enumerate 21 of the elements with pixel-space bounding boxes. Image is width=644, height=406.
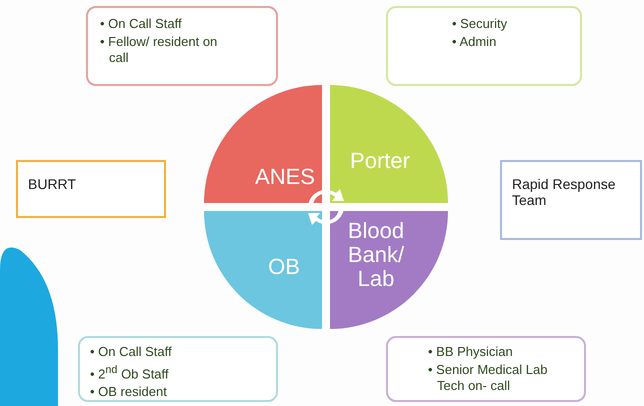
list-item: • Senior Medical Lab Tech on- call: [428, 362, 548, 394]
box-label: BURRT: [28, 176, 76, 192]
info-box: [86, 6, 278, 86]
list-item: • Admin: [452, 34, 498, 50]
info-box: [386, 6, 582, 86]
list-item: • BB Physician: [428, 344, 514, 360]
list-item: • Security: [452, 16, 508, 32]
quadrant-label: Porter: [349, 149, 411, 173]
info-box: [78, 336, 278, 402]
label-box: [500, 160, 642, 240]
quadrant-label: ANES: [254, 165, 316, 189]
list-item: • Fellow/ resident on call: [100, 34, 218, 66]
list-item: • 2$^{nd}$ Ob Staff: [90, 363, 170, 382]
label-box: [16, 160, 166, 218]
list-item: • OB resident: [90, 384, 168, 400]
list-item: • On Call Staff: [100, 16, 183, 32]
box-label: Rapid Response Team: [512, 176, 617, 208]
list-item: • On Call Staff: [90, 344, 173, 360]
quadrant-label: Blood Bank/ Lab: [346, 219, 406, 291]
quadrant-label: OB: [267, 255, 301, 279]
info-box: [386, 336, 586, 402]
